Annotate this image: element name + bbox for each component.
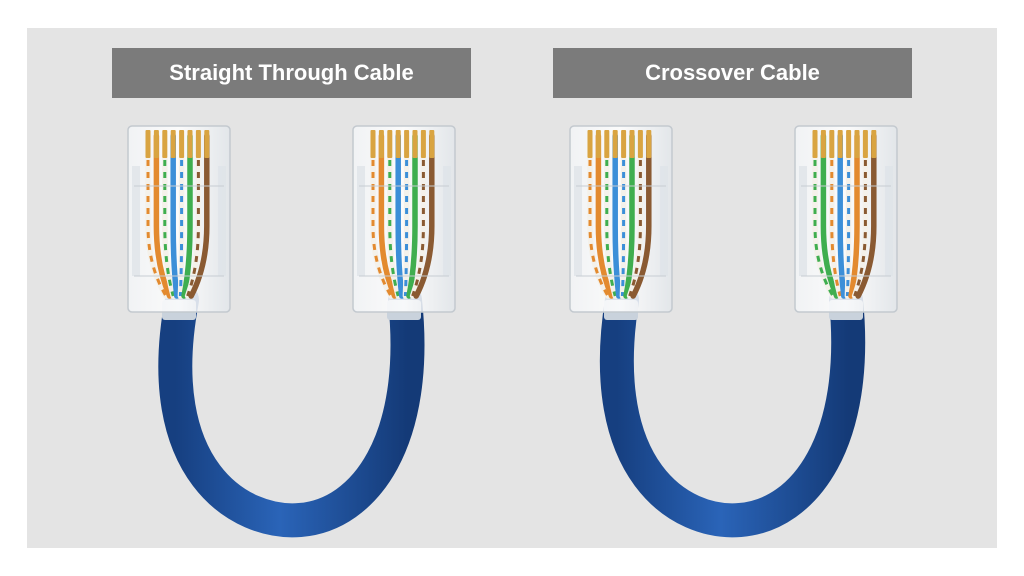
wire-brown	[188, 133, 210, 299]
wire-blue	[395, 133, 405, 299]
wire-brown	[855, 133, 877, 299]
wire-brown	[630, 133, 652, 299]
wire-blue	[170, 133, 180, 299]
wire-orange	[848, 133, 860, 299]
straight-through-title: Straight Through Cable	[112, 48, 471, 98]
crossover-left-plug	[569, 125, 673, 320]
crossover-cable	[600, 283, 866, 538]
straight-left-plug	[127, 125, 231, 320]
wire-green	[820, 133, 840, 299]
wire-green	[406, 133, 418, 299]
crossover-right-plug	[794, 125, 898, 320]
wire-green	[181, 133, 193, 299]
wire-green	[623, 133, 635, 299]
wire-orange	[153, 133, 173, 299]
wire-orange	[378, 133, 398, 299]
wire-orange	[595, 133, 615, 299]
wire-blue	[612, 133, 622, 299]
wire-brown	[413, 133, 435, 299]
straight-through-cable	[158, 283, 425, 538]
crossover-title: Crossover Cable	[553, 48, 912, 98]
wire-blue	[837, 133, 847, 299]
straight-right-plug	[352, 125, 456, 320]
